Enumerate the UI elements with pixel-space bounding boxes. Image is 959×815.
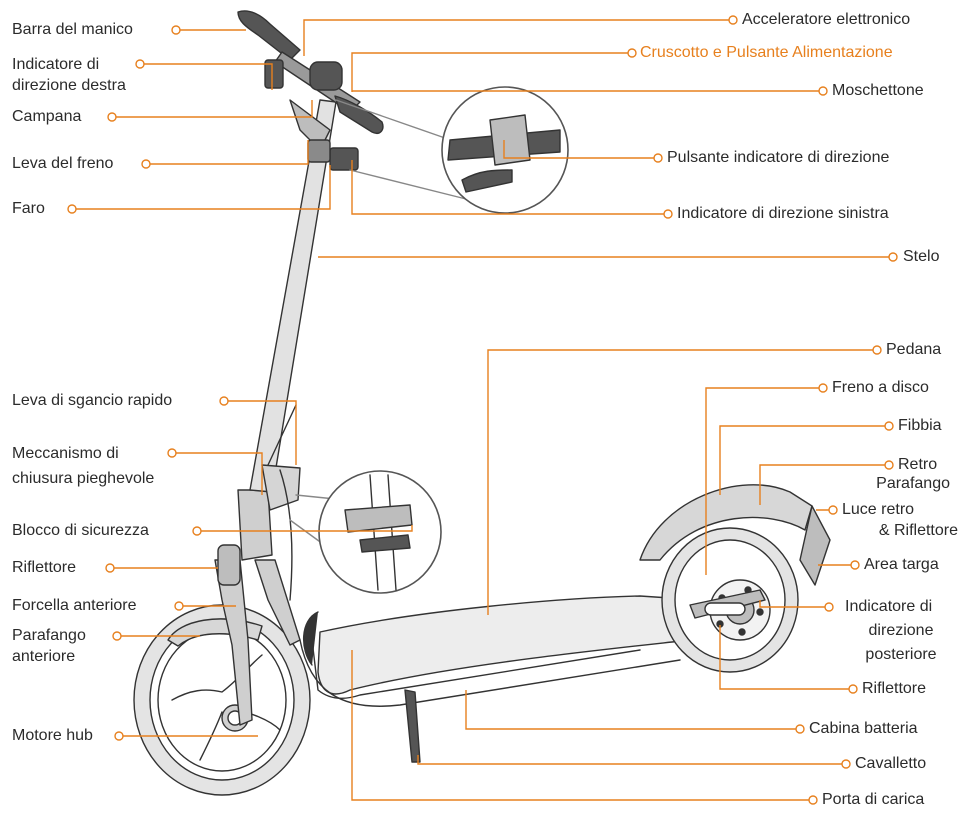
label-stelo: Stelo <box>903 248 940 265</box>
label-indicatore-posteriore-3: posteriore <box>865 646 937 663</box>
label-riflettore-posteriore: Riflettore <box>862 680 927 697</box>
label-fibbia: Fibbia <box>898 417 942 434</box>
label-indicatore-direzione-sinistra: Indicatore di direzione sinistra <box>677 205 889 222</box>
label-retro-parafango-2: Parafango <box>876 475 950 492</box>
label-moschettone: Moschettone <box>832 82 924 99</box>
label-luce-retro-1: Luce retro <box>842 501 915 518</box>
label-pulsante-indicatore: Pulsante indicatore di direzione <box>667 149 890 166</box>
label-cabina-batteria: Cabina batteria <box>809 720 918 737</box>
label-retro-parafango-1: Retro <box>898 456 938 473</box>
label-meccanismo-chiusura-2: chiusura pieghevole <box>12 470 155 487</box>
kickstand <box>404 689 421 763</box>
front-fork <box>214 559 253 726</box>
label-acceleratore-elettronico: Acceleratore elettronico <box>742 11 911 28</box>
head-tube <box>237 489 273 561</box>
label-indicatore-direzione-destra-1: Indicatore di <box>12 56 100 73</box>
label-blocco-di-sicurezza: Blocco di sicurezza <box>12 522 149 539</box>
label-motore-hub: Motore hub <box>12 727 93 744</box>
label-barra-del-manico: Barra del manico <box>12 21 133 38</box>
handlebar <box>237 10 384 171</box>
label-meccanismo-chiusura-1: Meccanismo di <box>12 445 119 462</box>
label-parafango-anteriore-2: anteriore <box>12 648 76 665</box>
deck <box>317 595 701 695</box>
label-indicatore-posteriore-2: direzione <box>868 622 934 639</box>
label-leva-di-sgancio-rapido: Leva di sgancio rapido <box>12 392 173 409</box>
label-area-targa: Area targa <box>864 556 939 573</box>
label-pedana: Pedana <box>886 341 942 358</box>
label-indicatore-posteriore-1: Indicatore di <box>845 598 933 615</box>
rear-wheel <box>661 527 799 673</box>
label-leva-del-freno: Leva del freno <box>12 155 114 172</box>
label-faro: Faro <box>12 200 45 217</box>
label-indicatore-direzione-destra-2: direzione destra <box>12 77 126 94</box>
zoom-handlebar <box>335 86 569 214</box>
label-parafango-anteriore-1: Parafango <box>12 627 86 644</box>
label-luce-retro-2: & Riflettore <box>878 522 958 539</box>
label-forcella-anteriore: Forcella anteriore <box>12 597 137 614</box>
label-cruscotto-alimentazione: Cruscotto e Pulsante Alimentazione <box>640 44 893 61</box>
label-cavalletto: Cavalletto <box>855 755 927 772</box>
label-porta-di-carica: Porta di carica <box>822 791 925 808</box>
zoom-lock <box>289 470 442 594</box>
label-freno-a-disco: Freno a disco <box>832 379 929 396</box>
label-campana: Campana <box>12 108 82 125</box>
label-riflettore: Riflettore <box>12 559 77 576</box>
